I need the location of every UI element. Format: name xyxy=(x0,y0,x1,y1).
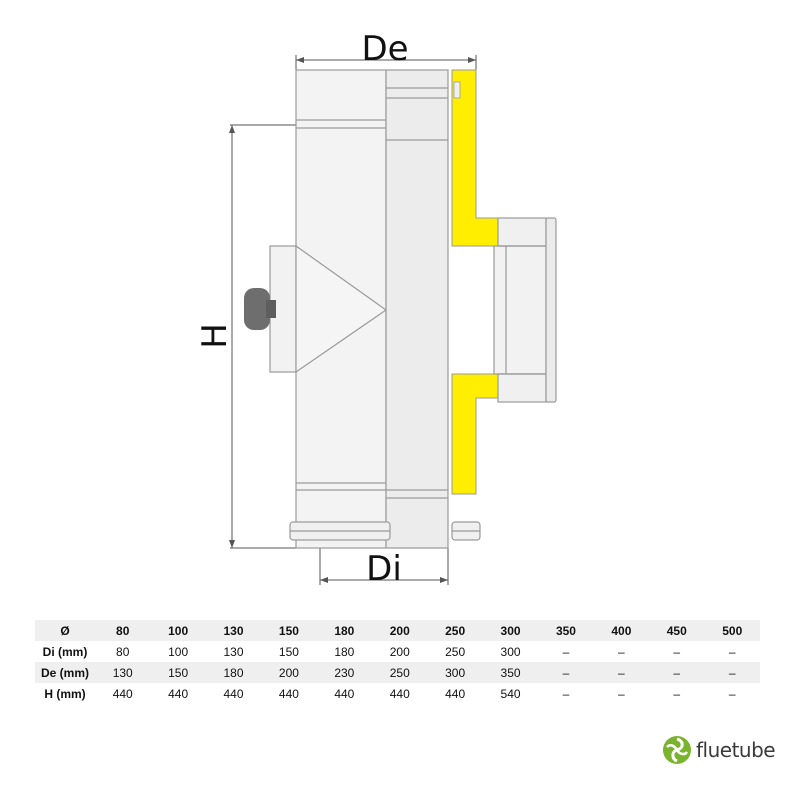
header-cell: 350 xyxy=(538,620,594,641)
label-h: H xyxy=(195,323,235,349)
table-cell: – xyxy=(704,662,760,683)
table-cell: 130 xyxy=(95,662,151,683)
table-cell: 540 xyxy=(500,686,521,701)
table-cell: 180 xyxy=(205,662,262,683)
label-di: Di xyxy=(366,549,402,589)
bottom-collar xyxy=(289,521,481,541)
dimension-arrows xyxy=(229,57,476,583)
table-row: De (mm) 130 150 180 200 230 250 300 350 … xyxy=(35,662,760,683)
table-cell: 80 xyxy=(116,644,130,659)
table-cell: 440 xyxy=(389,686,410,701)
header-cell: 500 xyxy=(704,620,760,641)
table-cell: – xyxy=(673,644,681,659)
knob-icon xyxy=(244,288,276,330)
side-branch xyxy=(493,217,557,403)
header-cell: 180 xyxy=(316,620,373,641)
table-cell: – xyxy=(538,662,594,683)
header-cell: 450 xyxy=(649,620,705,641)
table-cell: 440 xyxy=(168,686,189,701)
table-cell: – xyxy=(593,662,650,683)
header-cell: 150 xyxy=(261,620,317,641)
table-cell: 440 xyxy=(278,686,299,701)
table-cell: – xyxy=(562,644,570,659)
fluetube-logo: fluetube xyxy=(662,732,776,768)
table-cell: 350 xyxy=(482,662,539,683)
table-cell: – xyxy=(618,644,625,659)
table-cell: 440 xyxy=(112,686,133,701)
row-label: De (mm) xyxy=(35,662,95,683)
header-cell: 80 xyxy=(95,620,151,641)
header-cell: 130 xyxy=(205,620,262,641)
header-cell: 100 xyxy=(150,620,206,641)
table-cell: 200 xyxy=(261,662,317,683)
table-header-row: Ø 80 100 130 150 180 200 250 300 350 400… xyxy=(35,620,760,641)
table-cell: 440 xyxy=(223,686,244,701)
dimension-lines xyxy=(230,55,477,585)
logo-text: fluetube xyxy=(696,738,776,762)
table-cell: 300 xyxy=(427,662,483,683)
spec-table: Ø 80 100 130 150 180 200 250 300 350 400… xyxy=(35,620,760,704)
header-cell: 400 xyxy=(593,620,650,641)
table-cell: 180 xyxy=(334,644,355,659)
label-de: De xyxy=(361,29,408,69)
table-cell: – xyxy=(728,644,736,659)
header-cell: 300 xyxy=(482,620,539,641)
table-cell: 150 xyxy=(150,662,206,683)
table-cell: – xyxy=(673,686,681,701)
insulation-notch xyxy=(453,81,461,99)
table-row: H (mm) 440 440 440 440 440 440 440 540 –… xyxy=(35,683,760,704)
table-cell: 300 xyxy=(500,644,521,659)
table-cell: – xyxy=(618,686,625,701)
row-label: H (mm) xyxy=(44,686,86,701)
table-cell: 250 xyxy=(372,662,428,683)
inspection-door xyxy=(269,244,388,374)
table-cell: – xyxy=(562,686,570,701)
table-cell: 230 xyxy=(316,662,373,683)
table-row: Di (mm) 80 100 130 150 180 200 250 300 –… xyxy=(35,641,760,662)
table-cell: – xyxy=(649,662,705,683)
table-cell: 100 xyxy=(168,644,189,659)
header-cell: 250 xyxy=(427,620,483,641)
table-cell: – xyxy=(728,686,736,701)
header-cell: 200 xyxy=(372,620,428,641)
tee-pipe-diagram: De Di H xyxy=(195,29,557,589)
table-cell: 250 xyxy=(445,644,466,659)
insulation-lower xyxy=(451,373,499,495)
table-cell: 440 xyxy=(445,686,466,701)
swirl-icon xyxy=(663,736,691,764)
table-cell: 440 xyxy=(334,686,355,701)
table-cell: 200 xyxy=(389,644,410,659)
header-cell: Ø xyxy=(35,620,95,641)
table-cell: 130 xyxy=(223,644,244,659)
row-label: Di (mm) xyxy=(42,644,88,659)
table-cell: 150 xyxy=(278,644,299,659)
